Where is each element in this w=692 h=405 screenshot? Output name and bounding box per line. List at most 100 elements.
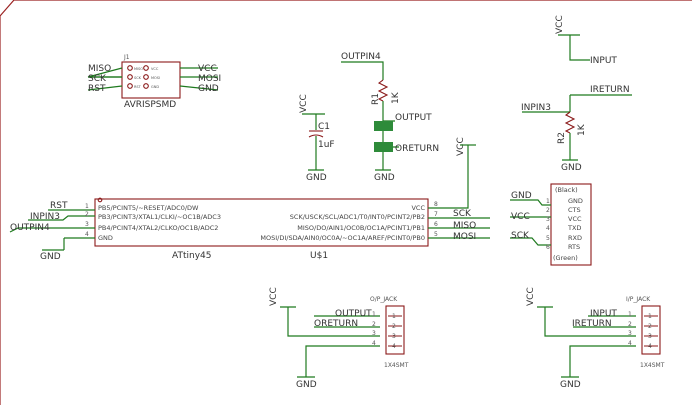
r2-resistor[interactable]: VCC INPUT IRETURN INPIN3 R2 1K GND [521,15,632,173]
ftdi-num-1: 2 [546,207,550,214]
j1-net-sck: SCK [88,74,107,84]
r1-ref: R1 [371,93,381,105]
pad-oreturn-label: ORETURN [395,144,439,154]
ojack-num-0: 1 [372,311,376,318]
ijack-num-1: 2 [628,321,632,328]
u1-net-inpin3: INPIN3 [30,212,60,222]
u1-net-gnd: GND [40,252,61,262]
u1-body [94,198,429,247]
u1-right-num-0: 8 [434,201,438,208]
u1-right-pin-3: MOSI/DI/SDA/AIN0/OC0A/~OC1A/AREF/PCINT0/… [260,234,425,242]
ojack-vcc-label: VCC [269,287,279,306]
ftdi-num-5: 6 [546,244,550,251]
ijack-num-0: 1 [628,311,632,318]
u1-name: ATtiny45 [172,251,211,261]
ojack-pins: 12 34 [388,313,402,350]
u1-vcc-top-label: VCC [456,137,466,156]
ftdi-num-2: 3 [546,216,550,223]
j1-pads: MISO SCK RST VCC MOSI GND [127,65,160,89]
j1-ref: J1 [123,54,130,61]
r1-resistor[interactable]: OUTPIN4 R1 1K [341,52,401,122]
j1-isp-header[interactable]: J1 MISO SCK RST VCC MOSI GND MISO SCK RS… [87,54,221,110]
ftdi-pin-3: TXD [567,224,581,232]
ijack-pins: 12 34 [644,313,658,350]
ftdi-pin-2: VCC [568,215,582,223]
pad-oreturn [374,142,393,152]
u1-left-pin-3: GND [98,234,113,242]
pad-output [374,121,393,131]
jumper-pads[interactable]: OUTPUT ORETURN GND [374,113,439,183]
u1-right-pin-1: SCK/USCK/SCL/ADC1/T0/INT0/PCINT2/PB2 [290,213,425,221]
r1-zigzag [377,79,389,102]
u1-ref: U$1 [310,251,328,261]
ftdi-bottom-label: (Green) [553,254,578,262]
u1-right-pin-2: MISO/DO/AIN1/OC0B/OC1A/PCINT1/PB1 [297,224,425,232]
ftdi-net-sck: SCK [511,231,530,241]
ftdi-net-vcc: VCC [511,212,530,222]
u1-attiny45[interactable]: RST INPIN3 OUTPIN4 GND 1 2 3 4 PB5/PCINT… [9,137,490,262]
u1-left-num-3: 4 [85,231,89,238]
r2-inpin-label: INPIN3 [521,103,551,113]
u1-left-num-1: 2 [85,211,89,218]
ijack-net-input: INPUT [590,309,617,319]
c1-top-wire [302,113,325,130]
u1-net-sck: SCK [453,209,472,219]
u1-right-num-3: 5 [434,231,438,238]
ijack-num-3: 4 [628,340,632,347]
ftdi-header[interactable]: GND VCC SCK (Black) (Green) GND CTS VCC … [510,183,592,266]
u1-right-pin-0: VCC [411,204,425,212]
output-jack[interactable]: VCC O/P_JACK OUTPUT ORETURN 1 2 3 4 12 3… [269,287,409,390]
r1-net-outpin4: OUTPIN4 [341,52,381,62]
svg-text:2: 2 [648,323,652,330]
j1-net-mosi: MOSI [198,74,221,84]
svg-text:3: 3 [648,333,652,340]
c1-gnd-label: GND [306,173,327,183]
ijack-body [641,305,661,355]
j1-name: AVRISPSMD [124,100,176,110]
ftdi-num-4: 5 [546,235,550,242]
j1-net-miso: MISO [88,64,111,74]
ijack-num-2: 3 [628,330,632,337]
ojack-net-oreturn: ORETURN [314,319,358,329]
c1-ref: C1 [318,122,330,132]
ojack-package: 1X4SMT [384,362,409,369]
ftdi-num-0: 1 [546,198,550,205]
ojack-num-2: 3 [372,330,376,337]
r2-ref: R2 [557,132,567,144]
svg-text:1: 1 [392,313,396,320]
ijack-title: I/P_JACK [626,296,651,303]
r2-gnd-label: GND [561,163,582,173]
j1-pin-label-right-2: GND [151,85,159,89]
j1-net-rst: RST [88,84,106,94]
u1-net-outpin4: OUTPIN4 [10,223,50,233]
svg-text:4: 4 [392,343,396,350]
ftdi-top-label: (Black) [555,186,578,194]
r2-ireturn-label: IRETURN [590,85,630,95]
ijack-net-ireturn: IRETURN [572,319,612,329]
j1-pin-label-right-1: MOSI [151,76,160,80]
ftdi-pin-0: GND [568,197,583,205]
u1-right-num-1: 7 [434,211,438,218]
ftdi-pin-1: CTS [568,206,581,214]
u1-net-miso: MISO [453,221,476,231]
ojack-gnd-label: GND [296,380,317,390]
svg-text:3: 3 [392,333,396,340]
ftdi-pin-5: RTS [568,243,580,251]
c1-plate-bottom [308,134,324,138]
c1-capacitor[interactable]: VCC C1 1uF GND [299,94,335,183]
u1-left-num-0: 1 [85,203,89,210]
ojack-net-output: OUTPUT [335,309,372,319]
u1-right-num-2: 6 [434,221,438,228]
u1-left-pin-1: PB3/PCINT3/XTAL1/CLKI/~OC1B/ADC3 [98,213,221,221]
r2-vcc-label: VCC [555,15,565,34]
j1-pin-label-right-0: VCC [151,67,159,71]
ftdi-num-3: 4 [546,225,550,232]
r2-gnd-wire [562,133,578,161]
input-jack[interactable]: VCC I/P_JACK INPUT IRETURN 1 2 3 4 12 34… [526,287,665,390]
svg-text:1: 1 [648,313,652,320]
j1-pin-label-left-2: RST [134,85,142,89]
j1-net-vcc: VCC [198,64,217,74]
r2-vcc-wire [558,34,590,61]
